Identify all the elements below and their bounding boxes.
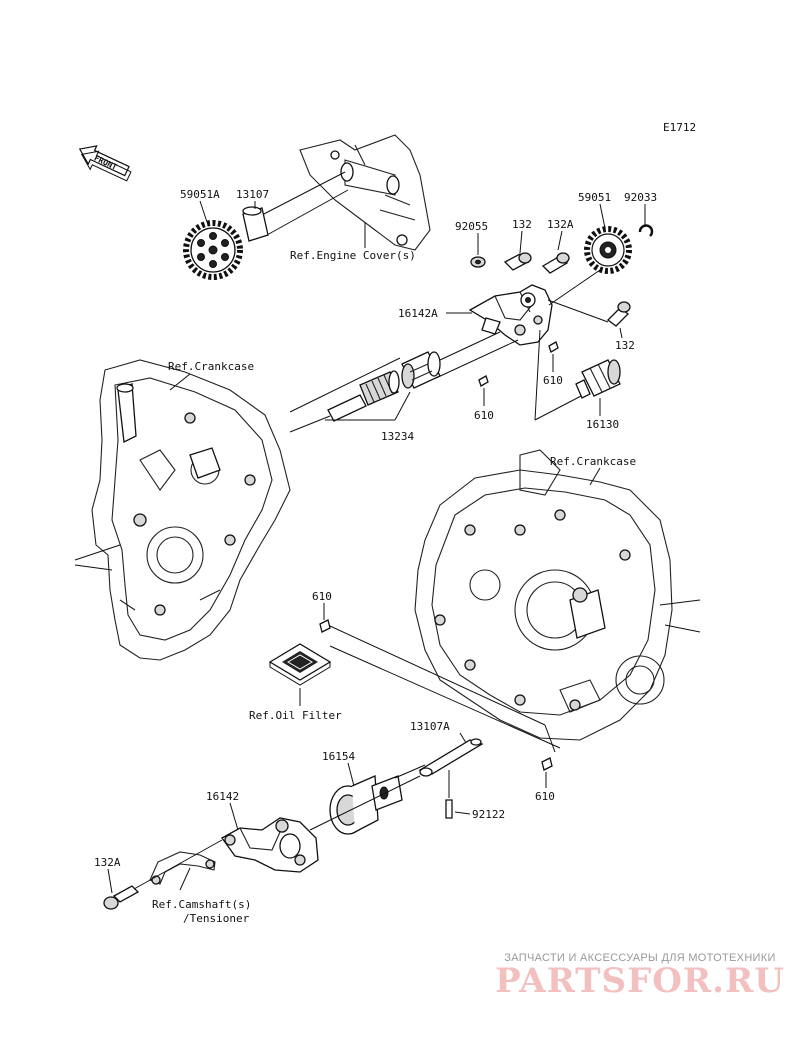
label-13107: 13107 (236, 188, 269, 201)
part-132-right-bolt (607, 301, 631, 327)
part-92122-pin (445, 799, 453, 819)
part-13107-pin (242, 206, 269, 242)
label-92055: 92055 (455, 220, 488, 233)
part-610-dowel-b (478, 375, 489, 387)
label-16154: 16154 (322, 750, 355, 763)
label-13107A: 13107A (410, 720, 450, 733)
part-13107A-pin (418, 738, 484, 777)
label-ref-camshaft-2: /Tensioner (183, 912, 250, 925)
crankcase-right-sketch (414, 449, 701, 741)
label-ref-crankcase-right: Ref.Crankcase (550, 455, 636, 468)
label-59051A: 59051A (180, 188, 220, 201)
part-59051A-gear (183, 220, 243, 280)
part-16142-pump-cover (221, 817, 319, 873)
part-610-dowel-d (541, 757, 553, 771)
label-ref-engine-cover: Ref.Engine Cover(s) (290, 249, 416, 262)
watermark-logo: PARTSFOR.RU (495, 961, 785, 1001)
part-132A-bolt (541, 252, 570, 274)
label-59051: 59051 (578, 191, 611, 204)
label-92033: 92033 (624, 191, 657, 204)
part-16154-rotor (329, 775, 403, 835)
part-132-bolt (503, 252, 532, 271)
part-92033-circlip (638, 224, 654, 237)
watermark: ЗАПЧАСТИ И АКСЕССУАРЫ ДЛЯ МОТОТЕХНИКИ PA… (490, 952, 790, 998)
label-610-c: 610 (312, 590, 332, 603)
label-16130: 16130 (586, 418, 619, 431)
label-132A-top: 132A (547, 218, 574, 231)
part-16130-fitting (575, 359, 621, 399)
crankcase-left-sketch (74, 359, 291, 661)
label-ref-camshaft-1: Ref.Camshaft(s) (152, 898, 251, 911)
label-92122: 92122 (472, 808, 505, 821)
label-132A-bottom: 132A (94, 856, 121, 869)
label-16142: 16142 (206, 790, 239, 803)
part-13234-shaft (327, 351, 441, 422)
label-610-b: 610 (474, 409, 494, 422)
label-132-top: 132 (512, 218, 532, 231)
label-132-right: 132 (615, 339, 635, 352)
camshaft-tensioner-sketch (149, 851, 216, 885)
label-610-a: 610 (543, 374, 563, 387)
oil-filter-screen (268, 643, 332, 686)
part-132A-bottom-bolt (103, 885, 140, 910)
watermark-tagline: ЗАПЧАСТИ И АКСЕССУАРЫ ДЛЯ МОТОТЕХНИКИ (504, 952, 776, 964)
label-ref-oil-filter: Ref.Oil Filter (249, 709, 342, 722)
part-92055-washer (470, 256, 486, 268)
label-ref-crankcase-left: Ref.Crankcase (168, 360, 254, 373)
front-arrow-icon: FRONT (78, 145, 132, 182)
label-16142A: 16142A (398, 307, 438, 320)
engine-cover-sketch (299, 134, 431, 251)
label-610-d: 610 (535, 790, 555, 803)
part-16142A-pump-body (468, 284, 553, 346)
label-13234: 13234 (381, 430, 414, 443)
part-610-dowel-a (548, 341, 559, 353)
part-610-dowel-c (319, 619, 331, 633)
part-59051-gear (584, 226, 632, 274)
diagram-code: E1712 (663, 121, 696, 134)
